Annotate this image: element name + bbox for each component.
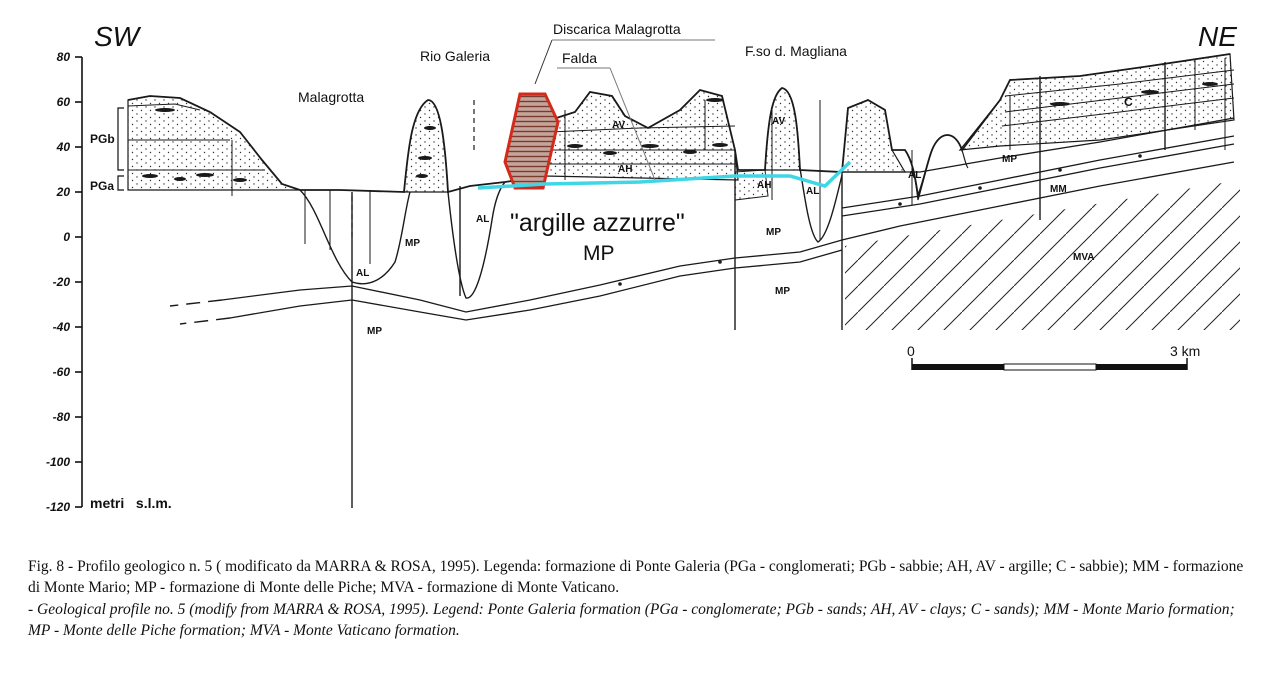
direction-ne: NE — [1198, 21, 1237, 52]
mp-base-line — [221, 161, 1235, 313]
label-falda: Falda — [562, 50, 597, 66]
y-tick-label: -100 — [46, 455, 70, 469]
landfill-discarica — [503, 92, 560, 190]
scale-start-label: 0 — [907, 343, 915, 359]
scale-end-label: 3 km — [1170, 343, 1200, 359]
ground-surface — [127, 53, 1231, 197]
y-tick-label: 20 — [56, 185, 71, 199]
pgb-label: PGb — [90, 132, 115, 146]
y-axis — [75, 56, 83, 508]
geological-profile: 80 60 40 20 0 -20 -40 -60 -80 -100 -120 … — [46, 21, 1240, 514]
unit-label-c: C — [1124, 95, 1133, 109]
unit-label-al: AL — [356, 268, 369, 279]
unit-label-mp: MP — [775, 286, 790, 297]
unit-label-av: AV — [772, 116, 785, 127]
unit-label-av: AV — [612, 120, 625, 131]
unit-label-al: AL — [908, 170, 921, 181]
mm-band-top — [841, 135, 1235, 209]
y-tick-label: 40 — [56, 140, 71, 154]
axis-unit-label: metri s.l.m. — [90, 495, 172, 511]
y-tick-label: -60 — [53, 365, 71, 379]
figure-caption-en: - Geological profile no. 5 (modify from … — [28, 601, 1235, 639]
al-valley-magliana — [799, 167, 843, 243]
y-tick-label: -40 — [53, 320, 71, 334]
unit-label-mp: MP — [766, 227, 781, 238]
y-tick-label: 80 — [57, 50, 71, 64]
unit-label-mm: MM — [1050, 184, 1067, 195]
mm-band-bottom — [841, 143, 1235, 217]
y-tick-label: -120 — [46, 500, 70, 514]
unit-label-ah: AH — [757, 180, 771, 191]
unit-label-mp: MP — [1002, 154, 1017, 165]
scale-bar: 0 3 km — [907, 343, 1200, 371]
unit-label-al: AL — [476, 214, 489, 225]
unit-label-al: AL — [806, 186, 819, 197]
al-valley-rio-galeria — [447, 181, 506, 299]
al-valley-malagrotta — [299, 189, 411, 285]
mva-unit — [845, 180, 1240, 330]
central-strata — [544, 89, 739, 181]
unit-label-mp: MP — [367, 326, 382, 337]
hill-right-small — [841, 99, 907, 173]
y-tick-label: -80 — [53, 410, 71, 424]
figure-caption-it: Fig. 8 - Profilo geologico n. 5 ( modifi… — [28, 558, 1244, 596]
unit-label-mva: MVA — [1073, 252, 1094, 263]
label-malagrotta: Malagrotta — [298, 89, 364, 105]
unit-label-ah: AH — [618, 164, 632, 175]
label-argille-azzurre: "argille azzurre" — [510, 209, 685, 237]
y-tick-label: 0 — [63, 230, 70, 244]
hill-left — [403, 99, 449, 193]
label-rio-galeria: Rio Galeria — [420, 48, 490, 64]
y-tick-label: 60 — [57, 95, 71, 109]
unit-label-mp: MP — [405, 238, 420, 249]
y-tick-label: -20 — [53, 275, 71, 289]
c-unit-terrace — [958, 53, 1235, 151]
label-magliana: F.so d. Magliana — [745, 43, 847, 59]
water-table-falda — [477, 160, 852, 190]
hill-magliana — [764, 87, 801, 171]
label-mp-large: MP — [583, 242, 615, 265]
label-discarica: Discarica Malagrotta — [553, 21, 681, 37]
direction-sw: SW — [94, 21, 142, 52]
pga-label: PGa — [90, 179, 114, 193]
